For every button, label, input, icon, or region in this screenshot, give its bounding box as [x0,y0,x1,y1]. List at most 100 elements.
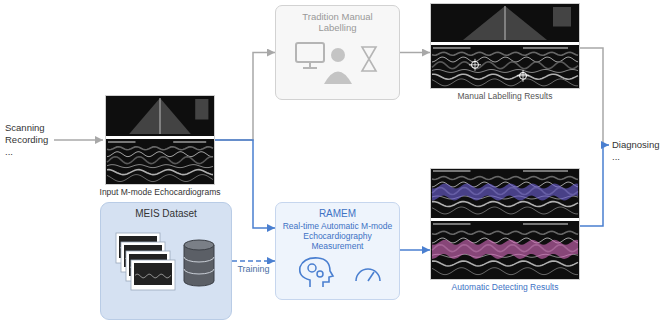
scan-line [505,6,506,40]
echo-panel [430,168,580,218]
echo-wave [107,157,213,164]
flow-label: Diagnosing [612,139,660,151]
echo-wave [107,170,213,175]
image-caption: Manual Labelling Results [425,91,585,101]
gear-symbol [308,264,316,272]
flow-label: Scanning [5,122,45,134]
echo-wave [107,175,213,182]
box-title: MEIS Dataset [107,208,225,220]
head-symbol [299,257,332,286]
database-symbol [184,245,214,286]
echo-marks [433,47,471,49]
echo-marks [553,7,571,27]
dataset-icon [110,223,222,305]
echo-panel [105,95,215,136]
echo-panel [430,45,580,89]
thumb-wave [135,274,171,278]
person-body [324,71,352,84]
flow-label: ... [612,151,620,163]
echo-wave [432,62,578,69]
image-caption: Automatic Detecting Results [425,282,585,292]
process-box: RAMEMReal-time Automatic M-mode Echocard… [275,202,400,300]
echo-marks [108,141,136,143]
echo-image-holder [425,3,585,89]
label-marker [469,59,481,71]
echo-fan [463,6,547,40]
process-box: MEIS Dataset [100,202,232,320]
echo-wave [432,57,578,62]
monitor-stand [303,62,317,68]
echo-marks [523,223,568,225]
echo-wave [432,74,578,79]
echo-wave [432,261,578,266]
echo-image [105,95,215,185]
image-panel: Input M-mode Echocardiograms [85,95,235,197]
echo-marks [195,99,208,120]
echo-marks [523,47,568,49]
echo-image-holder [85,95,235,185]
flow-arrow [215,53,275,141]
echo-wave [432,177,578,180]
person-head [331,48,345,62]
echo-wave [432,207,578,214]
echo-image [430,3,580,89]
echo-wave [107,165,213,168]
gauge-symbol [356,269,380,281]
database-rings [184,257,214,274]
echo-wave [107,147,213,150]
image-frame [106,96,215,185]
merge-line [580,48,603,145]
echo-wave [432,202,578,207]
icon-holder [282,37,393,87]
echo-wave [107,152,213,157]
echo-image-holder [425,168,585,280]
echo-marks [523,170,568,172]
gauge-needle [368,272,374,281]
model-icon [288,255,388,289]
image-caption: Input M-mode Echocardiograms [85,187,235,197]
icon-holder [282,255,393,289]
database-top [184,240,214,250]
image-thumb [134,263,172,285]
echo-marks [433,170,471,172]
edge-label: Training [236,264,270,275]
flow-label: Recording [5,134,48,146]
label-marker [517,70,529,82]
echo-wave [432,52,578,55]
detection-overlay [432,240,578,259]
image-card [131,260,175,290]
flow-arrow [400,52,430,54]
labelling-icon [288,37,388,87]
process-box: Tradition Manual Labelling [275,5,400,100]
icon-holder [107,223,225,305]
echo-fan [129,98,191,134]
echo-wave [432,268,578,275]
echo-marks [173,141,206,143]
hourglass-symbol [362,47,376,71]
monitor-symbol [296,43,324,62]
output-arrow [580,145,609,226]
echo-marks [433,223,471,225]
box-title: RAMEM [282,208,393,220]
scan-line [160,98,161,134]
input-arrow [54,139,103,141]
detection-overlay [432,184,578,201]
echo-wave [432,231,578,234]
image-panel: Manual Labelling Results [425,3,585,101]
image-panel: Automatic Detecting Results [425,168,585,292]
echo-panel [430,3,580,42]
flow-arrow [400,249,430,251]
flow-arrow [232,260,275,262]
box-title: Tradition Manual Labelling [282,11,393,34]
flow-label: ... [5,146,13,158]
echo-wave [432,79,578,86]
echo-wave [432,70,578,73]
echo-panel [105,139,215,185]
box-body: Real-time Automatic M-mode Echocardiogra… [282,221,393,252]
echo-image [430,168,580,280]
image-frame [431,4,580,89]
image-frame [431,169,580,280]
echo-panel [430,221,580,280]
gear-symbol [317,271,323,277]
